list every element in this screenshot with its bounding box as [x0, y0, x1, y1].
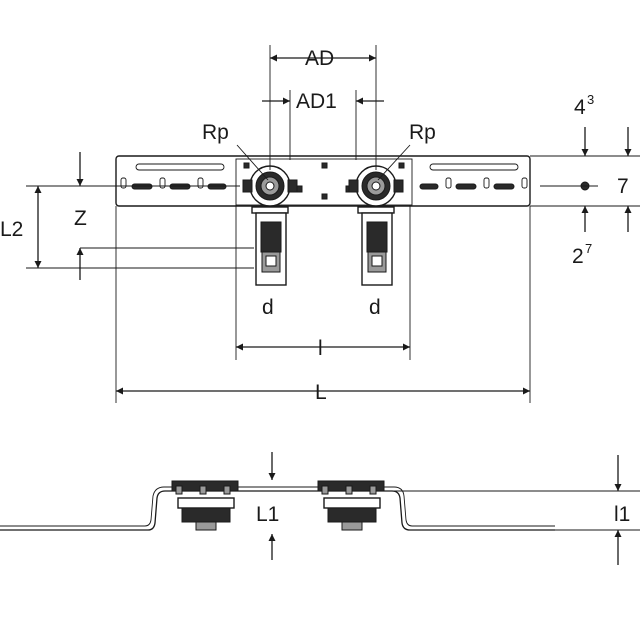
right-elbow-fitting	[348, 165, 404, 286]
label-2-sup: 7	[585, 241, 592, 256]
center-bracket	[235, 158, 413, 206]
label-2: 2	[572, 245, 584, 268]
side-right-valve	[317, 480, 385, 531]
label-4: 4	[574, 96, 586, 119]
label-z: Z	[74, 207, 87, 230]
label-d-right: d	[369, 296, 381, 319]
side-view	[0, 452, 640, 565]
label-7: 7	[617, 175, 629, 198]
label-ad1: AD1	[296, 90, 337, 113]
label-rp-left: Rp	[202, 121, 229, 144]
mounting-rail	[115, 155, 531, 207]
label-l1-right: l1	[614, 503, 630, 526]
front-view	[26, 45, 640, 403]
left-slots	[120, 163, 227, 190]
label-rp-right: Rp	[409, 121, 436, 144]
label-l-big: L	[315, 381, 327, 404]
right-slots	[419, 163, 528, 190]
side-left-valve	[171, 480, 239, 531]
label-ad: AD	[305, 47, 334, 70]
label-l2: L2	[0, 218, 23, 241]
label-l1: L1	[256, 503, 279, 526]
label-l-small: l	[318, 337, 323, 360]
left-elbow-fitting	[242, 165, 298, 286]
label-d-left: d	[262, 296, 274, 319]
label-4-sup: 3	[587, 92, 594, 107]
